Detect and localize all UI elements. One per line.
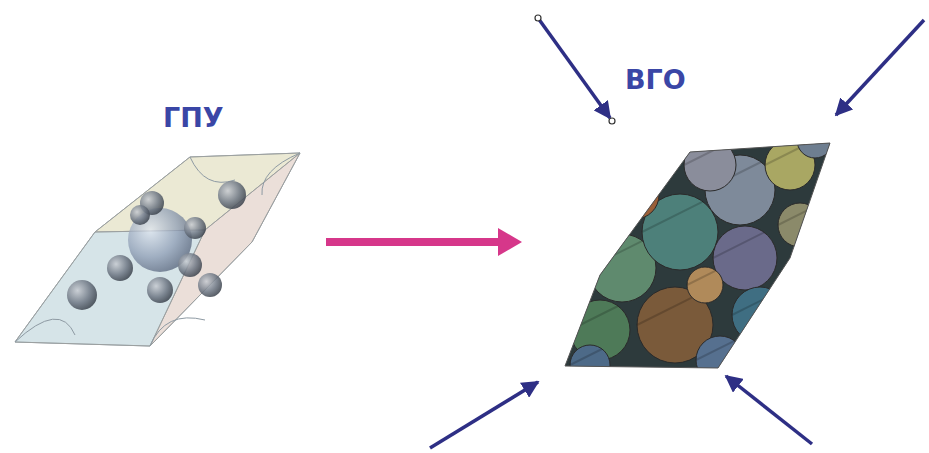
hcp-cell bbox=[8, 95, 326, 357]
cell-label: ВГО bbox=[625, 65, 686, 95]
cell-node: ВГО bbox=[522, 57, 842, 375]
transition-arrow bbox=[326, 228, 522, 256]
cell-node: ГПУ bbox=[8, 95, 326, 357]
cell-label: ГПУ bbox=[163, 103, 224, 133]
compressed-cell bbox=[522, 57, 842, 375]
